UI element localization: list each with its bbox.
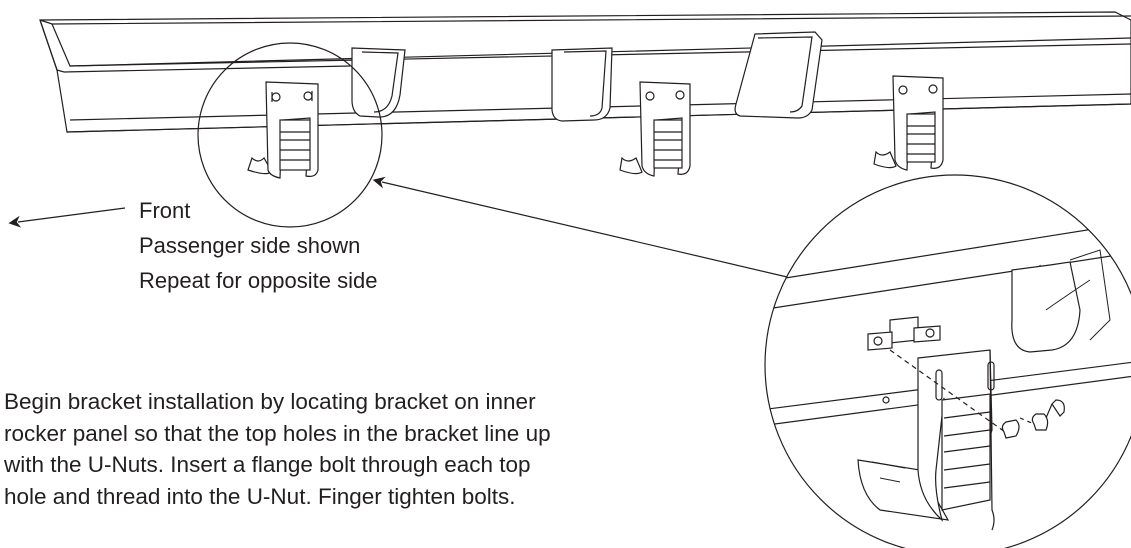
instruction-line: Begin bracket installation by locating b… [4, 389, 536, 414]
side-shown-label: Passenger side shown [139, 233, 361, 258]
front-label: Front [139, 198, 191, 223]
bracket-2 [619, 81, 691, 177]
instruction-paragraph: Begin bracket installation by locating b… [4, 386, 704, 512]
front-arrow [8, 207, 126, 228]
instruction-line: hole and thread into the U-Nut. Finger t… [4, 483, 516, 509]
detail-view [764, 174, 1131, 548]
bracket-3 [873, 75, 944, 171]
bracket-1 [247, 81, 319, 179]
repeat-label: Repeat for opposite side [139, 268, 378, 293]
instruction-line: with the U-Nuts. Insert a flange bolt th… [4, 452, 531, 477]
rocker-pockets [351, 31, 823, 122]
detail-leader-line [372, 176, 801, 281]
instruction-line: rocker panel so that the top holes in th… [4, 420, 551, 446]
highlight-circle [197, 42, 383, 228]
